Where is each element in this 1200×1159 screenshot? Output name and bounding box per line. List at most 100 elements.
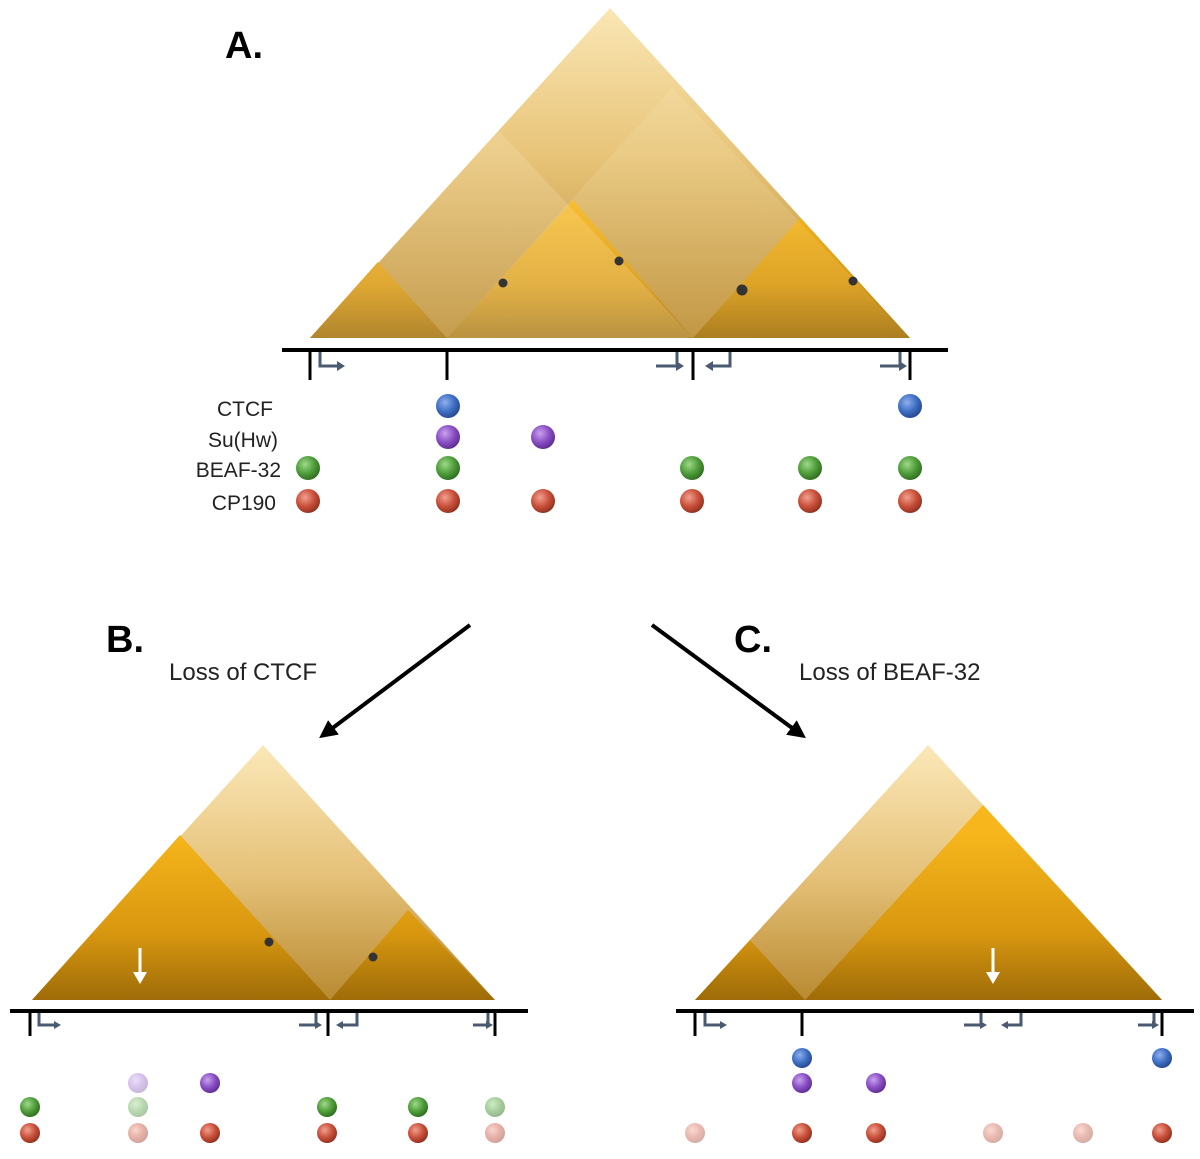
beaf32-site (20, 1097, 40, 1117)
factor-legend: CTCF Su(Hw) BEAF-32 CP190 (196, 398, 281, 515)
panel-c-genome-line (676, 1009, 1194, 1036)
factor-label-suhw: Su(Hw) (208, 429, 278, 452)
cp190-site (408, 1123, 428, 1143)
meta-domain-left (310, 130, 693, 338)
cp190-site (866, 1123, 886, 1143)
ctcf-site (436, 394, 460, 418)
panel-b-binding-sites (20, 1073, 505, 1143)
cp190-site (20, 1123, 40, 1143)
panel-c-binding-sites (685, 1048, 1172, 1143)
cp190-site-weak (685, 1123, 705, 1143)
suhw-site (792, 1073, 812, 1093)
beaf32-site (898, 456, 922, 480)
promoter-arrow-icon (473, 1013, 490, 1027)
meta-domain-right (447, 88, 910, 338)
cp190-site (792, 1123, 812, 1143)
panel-a-label: A. (225, 25, 263, 67)
beaf32-site (408, 1097, 428, 1117)
panel-b-genome-line (10, 1009, 528, 1036)
sub-domain-3 (693, 218, 910, 338)
cp190-site (798, 489, 822, 513)
sub-domain (330, 910, 495, 1000)
factor-label-beaf32: BEAF-32 (196, 459, 281, 482)
panel-c-label: C. (734, 619, 772, 661)
panel-a-genome-line (282, 348, 948, 380)
beaf32-site (317, 1097, 337, 1117)
promoter-arrow-icon (336, 1021, 343, 1029)
sub-domain-1 (310, 262, 447, 338)
promoter-arrow-icon (880, 352, 902, 368)
panel-b-domains (32, 745, 495, 1000)
sub-domain (695, 940, 805, 1000)
panel-a: A. (196, 8, 948, 515)
promoter-arrow-icon (337, 361, 345, 371)
cp190-site-weak (128, 1123, 148, 1143)
cp190-site (531, 489, 555, 513)
beaf32-site (798, 456, 822, 480)
loop-dot (614, 256, 624, 266)
panel-b-label: B. (106, 619, 144, 661)
beaf32-site-weak (128, 1097, 148, 1117)
loop-dot (368, 952, 378, 962)
panel-a-binding-sites (296, 394, 922, 513)
big-domain-triangle (310, 8, 910, 338)
promoter-arrow-icon (1138, 1013, 1156, 1027)
factor-label-ctcf: CTCF (217, 398, 273, 421)
promoter-arrow-icon (720, 1021, 727, 1029)
promoter-arrow-icon (1006, 1013, 1023, 1027)
sub-domain-2 (447, 200, 693, 338)
suhw-site-weak (128, 1073, 148, 1093)
promoter-arrow-icon (1001, 1021, 1008, 1029)
promoter-arrow-icon (710, 352, 732, 368)
loop-dot (498, 278, 508, 288)
suhw-site (866, 1073, 886, 1093)
promoter-arrow-icon (299, 1013, 318, 1027)
suhw-site (531, 425, 555, 449)
cp190-site (680, 489, 704, 513)
panel-c-domains (695, 745, 1162, 1000)
beaf32-site (296, 456, 320, 480)
arrow-to-panel-c (650, 623, 806, 739)
cp190-site (200, 1123, 220, 1143)
suhw-site (200, 1073, 220, 1093)
cp190-site-weak (1073, 1123, 1093, 1143)
loss-arrow-icon (986, 972, 1000, 984)
merged-domain (805, 805, 1162, 1000)
promoter-arrow-icon (703, 1013, 722, 1027)
panel-b: B. Loss of CTCF (10, 619, 528, 1143)
arrow-to-panel-b (319, 623, 472, 739)
panel-b-caption: Loss of CTCF (169, 659, 317, 686)
cp190-site-weak (983, 1123, 1003, 1143)
beaf32-site (680, 456, 704, 480)
cp190-site (317, 1123, 337, 1143)
ctcf-site (792, 1048, 812, 1068)
promoter-arrow-icon (341, 1013, 359, 1027)
merged-domain (32, 835, 330, 1000)
promoter-arrow-icon (705, 361, 713, 371)
loop-dot (848, 276, 858, 286)
cp190-site (296, 489, 320, 513)
cp190-site-weak (485, 1123, 505, 1143)
cp190-site (898, 489, 922, 513)
promoter-arrow-icon (486, 1021, 493, 1029)
promoter-arrow-icon (656, 352, 679, 368)
promoter-arrow-icon (899, 361, 907, 371)
cp190-site (1152, 1123, 1172, 1143)
beaf32-site (436, 456, 460, 480)
cp190-site (436, 489, 460, 513)
loop-dot (736, 284, 748, 296)
promoter-arrow-icon (315, 1021, 322, 1029)
panel-a-domains (310, 8, 910, 338)
promoter-arrow-icon (676, 361, 684, 371)
panel-c: C. Loss of BEAF-32 (676, 619, 1194, 1143)
ctcf-site (1152, 1048, 1172, 1068)
loss-arrow-icon (133, 972, 147, 984)
promoter-arrow-icon (318, 352, 340, 368)
promoter-arrow-icon (37, 1013, 56, 1027)
promoter-arrow-icon (54, 1021, 61, 1029)
promoter-arrow-icon (964, 1013, 983, 1027)
promoter-arrow-icon (980, 1021, 987, 1029)
beaf32-site-weak (485, 1097, 505, 1117)
suhw-site (436, 425, 460, 449)
